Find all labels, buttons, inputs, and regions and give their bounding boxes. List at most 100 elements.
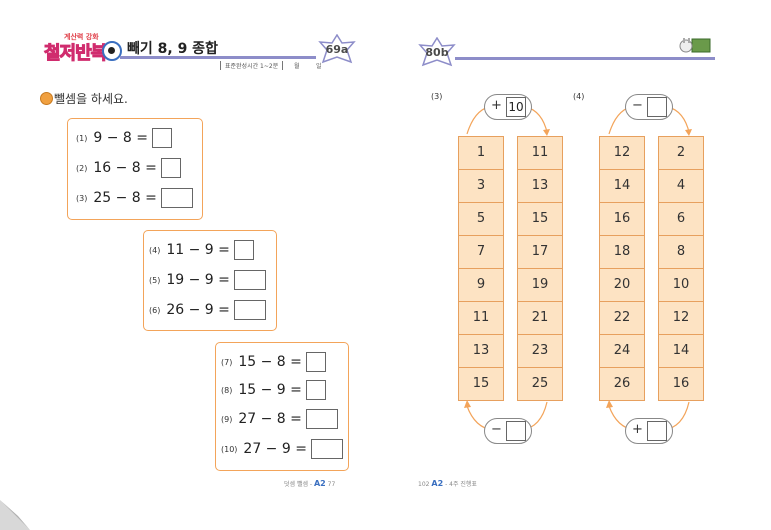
answer-box[interactable] (161, 158, 182, 178)
column-cell: 26 (613, 376, 631, 391)
column-cell: 8 (659, 236, 703, 269)
page-curl-icon (0, 500, 30, 530)
footer-page-number: 102 (418, 481, 430, 488)
operator: − (632, 98, 643, 113)
number-column-right: 11 13 15 17 19 21 23 25 (517, 136, 563, 401)
problem-4: (4) 11 − 9 = (149, 240, 255, 260)
problem-6: (6)26 − 9 = (149, 300, 267, 320)
problem-expression: 27 − 8 = (238, 411, 302, 427)
column-cell: 18 (600, 236, 644, 269)
answer-box[interactable] (234, 270, 267, 290)
column-cell: 5 (459, 203, 503, 236)
answer-box[interactable] (234, 240, 255, 260)
column-cell: 10 (659, 269, 703, 302)
bullet-icon (40, 92, 53, 105)
footer-page-number: 77 (327, 481, 336, 488)
problem-number: (6) (149, 305, 161, 315)
column-cell: 6 (659, 203, 703, 236)
instruction: 뺄셈을 하세요. (40, 90, 128, 107)
mascot-eye-icon (102, 41, 122, 61)
exercise-label: (3) (431, 92, 443, 101)
operand-box[interactable] (647, 97, 667, 117)
footer-text: - 4주 진행표 (445, 481, 477, 488)
problem-expression: 11 − 9 = (166, 242, 230, 258)
problem-group-1: (1)9 − 8 = (2)16 − 8 = (3)25 − 8 = (67, 118, 203, 220)
number-column-left: 1 3 5 7 9 11 13 15 (458, 136, 504, 401)
exercise-label: (4) (573, 92, 585, 101)
page-badge-text: 69a (325, 43, 349, 56)
footer-book: A2 (313, 479, 326, 488)
problem-expression: 16 − 8 = (93, 160, 157, 176)
logo-tagline: 계산력 강화 (64, 33, 99, 41)
answer-box[interactable] (152, 128, 173, 148)
problem-number: (5) (149, 275, 161, 285)
column-cell: 7 (459, 236, 503, 269)
logo: 계산력 강화 철저반복 (43, 33, 122, 65)
star-badge-icon (318, 33, 356, 64)
problem-expression: 15 − 9 = (238, 382, 302, 398)
column-cell: 11 (459, 302, 503, 335)
time-text: 표준완성시간 1~2분 (225, 63, 279, 70)
column-cell: 4 (659, 170, 703, 203)
page-badge-text: 80b (425, 46, 449, 59)
answer-box[interactable] (306, 352, 327, 372)
answer-box[interactable] (234, 300, 267, 320)
problem-5: (5) 19 − 9 = (149, 270, 267, 290)
operator: − (491, 422, 502, 437)
problem-number: (7) (221, 357, 233, 367)
column-cell: 14 (600, 170, 644, 203)
operation-oval-top: + 10 (484, 94, 532, 120)
answer-box[interactable] (306, 409, 339, 429)
column-cell: 15 (518, 203, 562, 236)
column-cell: 20 (600, 269, 644, 302)
number-column-right: 2 4 6 8 10 12 14 16 (658, 136, 704, 401)
problem-expression: 15 − 8 = (238, 354, 302, 370)
instruction-text: 뺄셈을 하세요. (54, 92, 128, 106)
operation-oval-bottom: + (625, 418, 673, 444)
problem-expression: 19 − 9 = (166, 272, 230, 288)
problem-8: (8) 15 − 9 = (221, 380, 327, 400)
column-cell: 13 (518, 170, 562, 203)
logo-text: 철저반복 (43, 43, 107, 65)
column-cell: 11 (518, 137, 562, 170)
problem-number: (2) (76, 163, 88, 173)
problem-group-3: (7) 15 − 8 = (8) 15 − 9 = (9) 27 − 8 = (10)… (215, 342, 349, 471)
column-cell: 14 (659, 335, 703, 368)
operand-box[interactable] (506, 421, 526, 441)
operand-box[interactable]: 10 (506, 97, 526, 117)
page-title: 빼기 8, 9 종합 (127, 41, 218, 57)
problem-number: (9) (221, 414, 233, 424)
problem-number: (4) (149, 245, 161, 255)
column-cell: 25 (531, 376, 549, 391)
problem-9: (9) 27 − 8 = (221, 409, 339, 429)
column-cell: 9 (459, 269, 503, 302)
column-cell: 17 (518, 236, 562, 269)
column-cell: 22 (600, 302, 644, 335)
answer-box[interactable] (306, 380, 327, 400)
problem-expression: 25 − 8 = (93, 190, 157, 206)
column-cell: 19 (518, 269, 562, 302)
problem-number: (3) (76, 193, 88, 203)
answer-box[interactable] (311, 439, 344, 459)
column-cell: 24 (600, 335, 644, 368)
time-meta: 표준완성시간 1~2분 (220, 61, 284, 70)
problem-number: (10) (221, 444, 238, 454)
problem-group-2: (4) 11 − 9 = (5) 19 − 9 = (6)26 − 9 = (143, 230, 277, 331)
star-badge-icon (418, 36, 456, 67)
column-cell: 2 (659, 137, 703, 170)
footer-book: A2 (431, 479, 444, 488)
problem-number: (8) (221, 385, 233, 395)
footer-left: 덧셈 뺄셈 - A2 77 (284, 479, 335, 488)
month-label: 월 (294, 63, 300, 70)
column-cell: 3 (459, 170, 503, 203)
column-cell: 23 (518, 335, 562, 368)
problem-expression: 27 − 9 = (243, 441, 307, 457)
problem-expression: 9 − 8 = (93, 130, 148, 146)
answer-box[interactable] (161, 188, 194, 208)
page-badge-right: 80b (418, 36, 456, 67)
operand-box[interactable] (647, 421, 667, 441)
page-badge-left: 69a (318, 33, 356, 64)
problem-10: (10) 27 − 9 = (221, 439, 344, 459)
title-rule-right (455, 57, 715, 60)
problem-3: (3) 25 − 8 = (76, 188, 194, 208)
